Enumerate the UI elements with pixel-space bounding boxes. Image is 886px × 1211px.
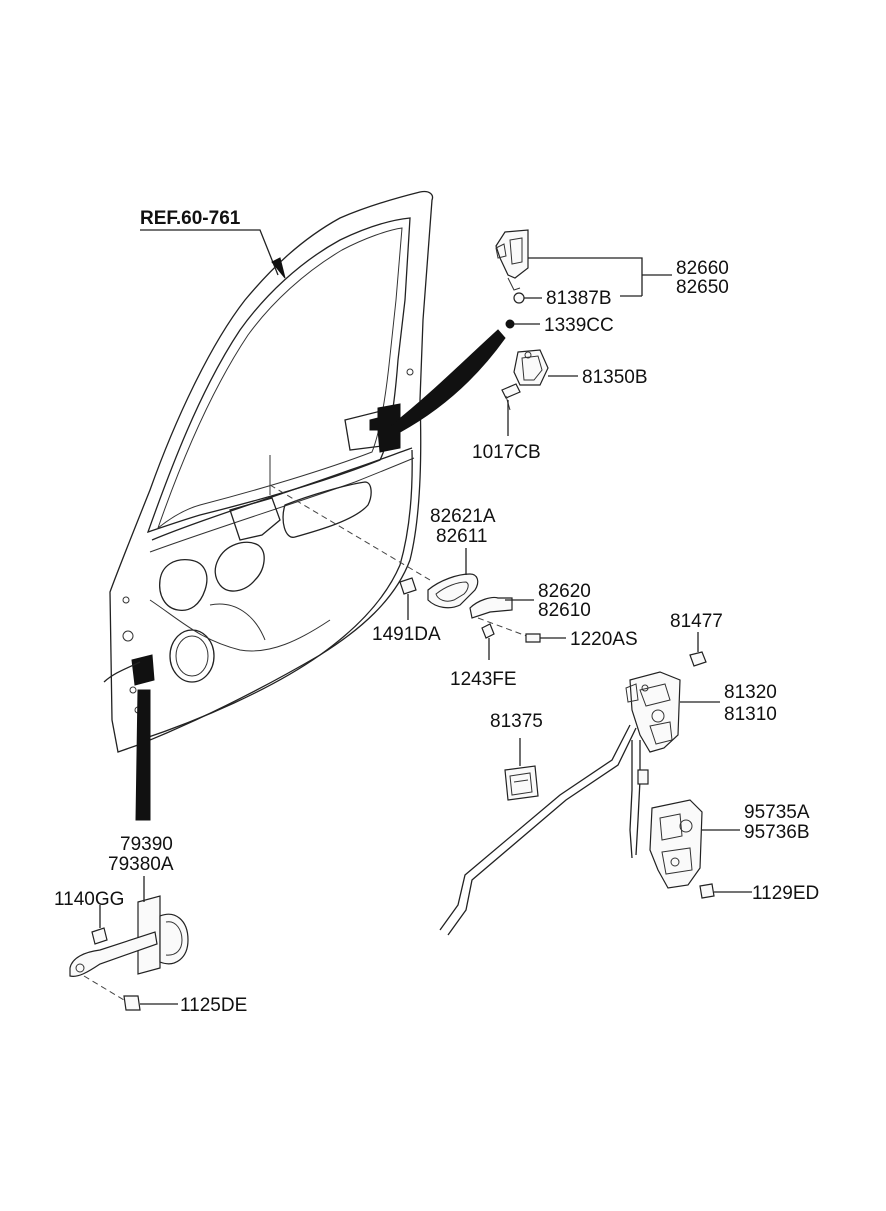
label-82660: 82660	[676, 258, 729, 279]
label-81350B: 81350B	[582, 367, 648, 388]
label-79390: 79390	[120, 834, 173, 855]
label-81310: 81310	[724, 704, 777, 725]
label-1017CB: 1017CB	[472, 442, 541, 463]
label-1491DA: 1491DA	[372, 624, 441, 645]
label-95735A: 95735A	[744, 802, 810, 823]
striker-part	[501, 349, 549, 411]
label-1129ED: 1129ED	[752, 883, 819, 904]
label-82650: 82650	[676, 277, 729, 298]
screw-1129ED	[699, 883, 715, 899]
label-82621A: 82621A	[430, 506, 496, 527]
outside-handle-part	[495, 229, 529, 329]
label-81320: 81320	[724, 682, 777, 703]
label-1243FE: 1243FE	[450, 669, 517, 690]
door-panel	[103, 190, 434, 753]
door-latch-part	[625, 671, 681, 753]
bolt-1125DE	[123, 995, 141, 1011]
label-1125DE: 1125DE	[180, 995, 247, 1016]
screw-81477	[689, 651, 707, 667]
pointer-wedge-striker	[391, 329, 506, 433]
label-82620: 82620	[538, 581, 591, 602]
label-81375: 81375	[490, 711, 543, 732]
ref-arrowhead	[271, 257, 286, 279]
pointer-wedge-hinge	[135, 689, 151, 821]
latch-cover-part	[504, 765, 539, 801]
label-82610: 82610	[538, 600, 591, 621]
latch-actuator-part	[649, 799, 703, 889]
door-checker-part	[69, 895, 189, 977]
label-81387B: 81387B	[546, 288, 612, 309]
bolt-1140GG	[91, 927, 108, 945]
label-79380A: 79380A	[108, 854, 174, 875]
ref-label: REF.60-761	[140, 208, 241, 229]
label-81477: 81477	[670, 611, 723, 632]
label-95736B: 95736B	[744, 822, 810, 843]
inside-handle-part	[399, 573, 513, 619]
label-82611: 82611	[436, 526, 487, 547]
label-1339CC: 1339CC	[544, 315, 614, 336]
ref-leader-line	[140, 229, 279, 276]
label-1140GG: 1140GG	[54, 889, 124, 910]
label-1220AS: 1220AS	[570, 629, 638, 650]
